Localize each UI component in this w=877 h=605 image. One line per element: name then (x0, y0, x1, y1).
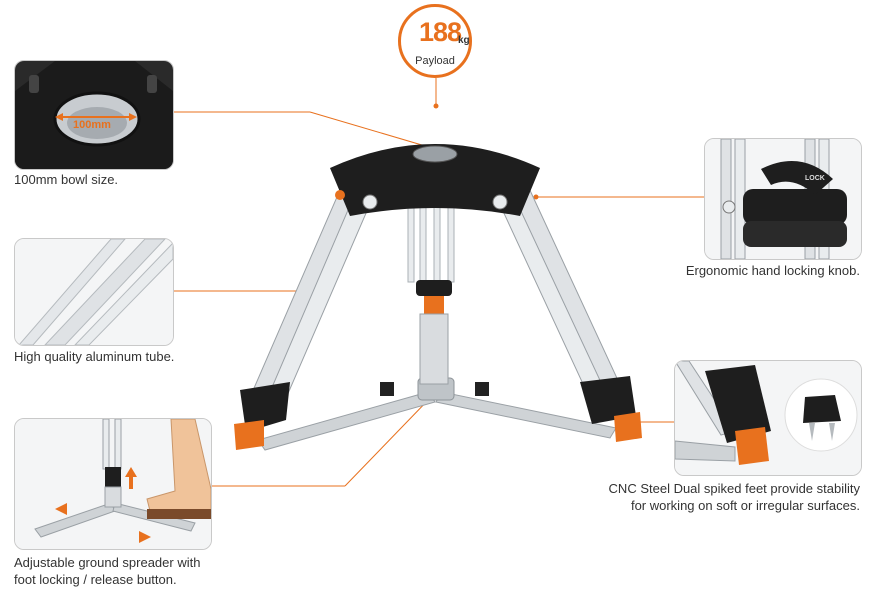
top-casting (330, 144, 540, 216)
spreader-photo (15, 419, 211, 549)
tube-caption: High quality aluminum tube. (14, 349, 175, 364)
feet-inset (674, 360, 862, 476)
knob-caption: Ergonomic hand locking knob. (685, 263, 860, 278)
center-column (407, 201, 455, 385)
right-leg (495, 185, 642, 442)
knob-photo (705, 139, 861, 259)
spreader-caption: Adjustable ground spreader with foot loc… (14, 555, 201, 587)
knob-lock-overlay: LOCK (805, 175, 825, 182)
tube-photo (15, 239, 173, 345)
ground-spreader (257, 377, 617, 451)
tube-inset (14, 238, 174, 346)
feet-caption: CNC Steel Dual spiked feet provide stabi… (608, 481, 860, 513)
payload-unit: kg (458, 35, 470, 46)
bowl-caption: 100mm bowl size. (14, 172, 119, 187)
knob-inset: LOCK (704, 138, 862, 260)
payload-label: Payload (415, 55, 455, 67)
payload-badge: 188 kg Payload (398, 4, 472, 78)
tripod-illustration (234, 144, 642, 451)
bowl-photo (15, 61, 173, 169)
feet-photo (675, 361, 861, 475)
left-leg (234, 189, 371, 450)
bowl-size-overlay: 100mm (73, 119, 111, 131)
spreader-inset (14, 418, 212, 550)
payload-value: 188 (418, 17, 462, 47)
bowl-inset: 100mm (14, 60, 174, 170)
